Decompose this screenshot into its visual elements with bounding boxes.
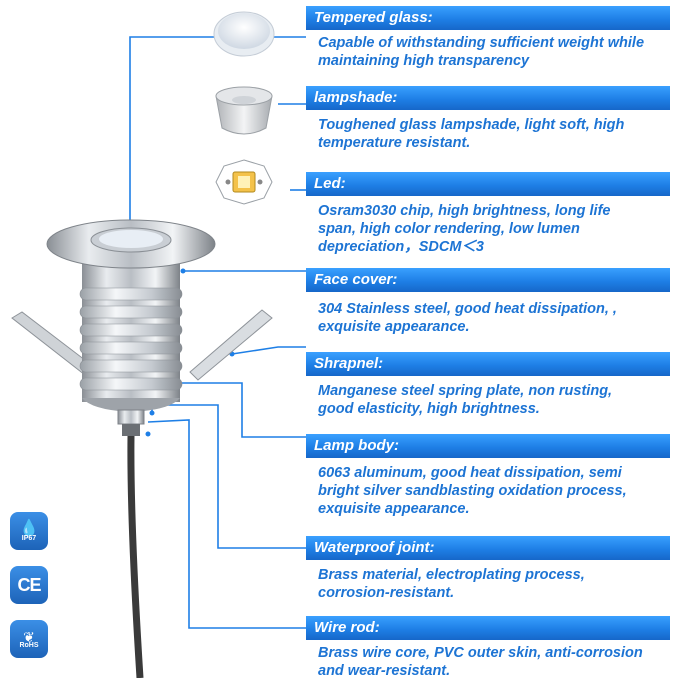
water-drop-icon: 💧	[19, 519, 39, 537]
connector-lines	[129, 36, 306, 629]
feature-title-lampshade: lampshade:	[306, 86, 670, 110]
feature-desc-lampshade: Toughened glass lampshade, light soft, h…	[318, 117, 625, 151]
ip67-badge: 💧 IP67	[10, 512, 48, 550]
ce-badge: CE	[10, 566, 48, 604]
leaf-icon: ❦	[23, 628, 35, 645]
feature-desc-face-cover: 304 Stainless steel, good heat dissipati…	[318, 301, 617, 335]
feature-title-tempered-glass: Tempered glass:	[306, 6, 670, 30]
feature-title-waterproof-joint: Waterproof joint:	[306, 536, 670, 560]
lampshade-part	[215, 86, 273, 135]
feature-title-wire-rod: Wire rod:	[306, 616, 670, 640]
feature-desc-led: Osram3030 chip, high brightness, long li…	[318, 203, 611, 255]
feature-desc-tempered-glass: Capable of withstanding sufficient weigh…	[318, 35, 645, 69]
rohs-badge-label: RoHS	[19, 641, 39, 649]
feature-title-led: Led:	[306, 172, 670, 196]
face-cover-part	[46, 219, 216, 284]
feature-title-lamp-body: Lamp body:	[306, 434, 670, 458]
ip67-badge-label: IP67	[21, 534, 37, 542]
feature-desc-lamp-body: 6063 aluminum, good heat dissipation, se…	[318, 465, 627, 517]
lamp-body-part	[79, 272, 183, 412]
rohs-badge: ❦ RoHS	[10, 620, 48, 658]
feature-title-face-cover: Face cover:	[306, 268, 670, 292]
feature-desc-waterproof-joint: Brass material, electroplating process, …	[318, 567, 585, 601]
led-chip-part	[215, 159, 273, 205]
feature-desc-wire-rod: Brass wire core, PVC outer skin, anti-co…	[318, 645, 643, 679]
waterproof-joint-part	[117, 409, 145, 436]
wire	[127, 435, 144, 678]
feature-title-shrapnel: Shrapnel:	[306, 352, 670, 376]
feature-desc-shrapnel: Manganese steel spring plate, non rustin…	[318, 383, 613, 417]
tempered-glass-part	[213, 11, 275, 57]
ce-badge-label: CE	[17, 574, 41, 595]
